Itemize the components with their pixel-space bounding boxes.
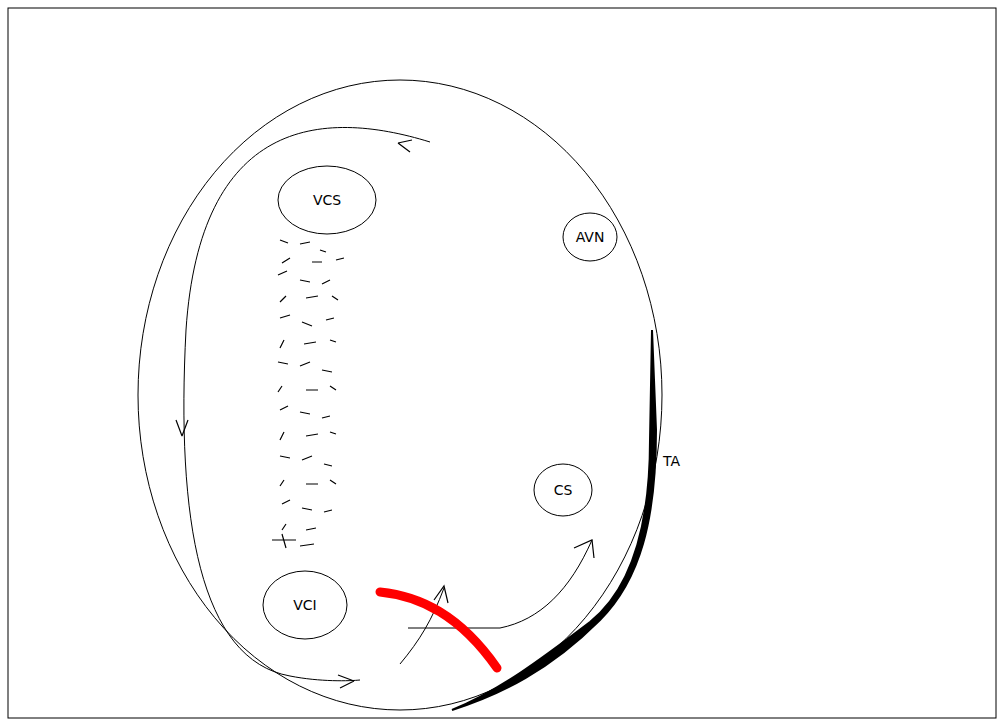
structure-circle: CS <box>533 463 593 517</box>
crista-terminalis <box>272 240 344 548</box>
tricuspid-annulus <box>452 330 656 710</box>
arrow-head <box>398 140 412 152</box>
arrow-head <box>574 540 594 558</box>
arrow-head <box>338 675 354 688</box>
ablation-line <box>380 592 497 668</box>
structure-circle: VCS <box>277 165 377 235</box>
arrow-head <box>176 420 188 436</box>
structure-circle: AVN <box>562 212 618 262</box>
structure-label: TA <box>663 453 680 469</box>
frame <box>8 8 996 718</box>
circuit-path <box>408 540 592 628</box>
structure-label: CS <box>554 482 573 498</box>
structure-circle: VCI <box>262 570 348 640</box>
structure-label: VCS <box>313 192 341 208</box>
atrium-outline <box>138 80 662 710</box>
arrow-head <box>434 586 448 603</box>
structure-label: VCI <box>293 597 316 613</box>
structure-label: AVN <box>576 229 605 245</box>
